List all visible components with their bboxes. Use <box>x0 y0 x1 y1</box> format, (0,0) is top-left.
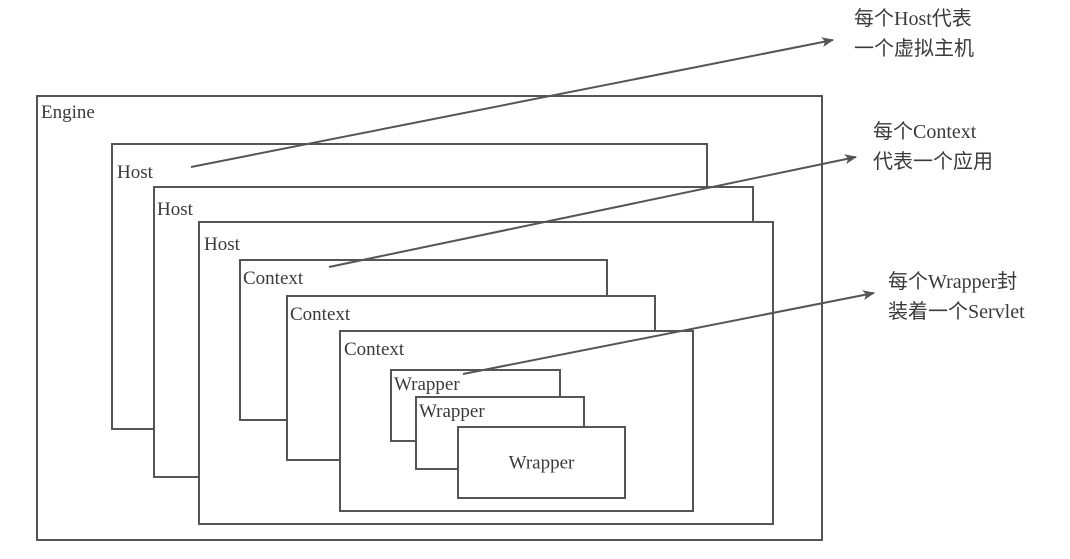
host-label-3: Host <box>204 234 240 255</box>
host-label-2: Host <box>157 199 193 220</box>
wrapper-box-3: Wrapper <box>457 426 626 499</box>
wrapper-annotation: 每个Wrapper封 装着一个Servlet <box>888 267 1025 327</box>
wrapper-annotation-line-2: 装着一个Servlet <box>888 301 1025 323</box>
context-label-3: Context <box>344 339 405 360</box>
context-annotation: 每个Context 代表一个应用 <box>873 117 993 177</box>
host-annotation-line-1: 每个Host代表 <box>854 8 972 30</box>
wrapper-label-2: Wrapper <box>419 401 485 422</box>
context-annotation-line-2: 代表一个应用 <box>873 151 993 173</box>
context-label-1: Context <box>243 268 304 289</box>
wrapper-annotation-line-1: 每个Wrapper封 <box>888 271 1018 293</box>
wrapper-label-1: Wrapper <box>394 374 460 395</box>
engine-label: Engine <box>41 102 95 123</box>
host-annotation: 每个Host代表 一个虚拟主机 <box>854 4 974 64</box>
wrapper-label-3: Wrapper <box>508 452 575 473</box>
host-label-1: Host <box>117 162 153 183</box>
context-annotation-line-1: 每个Context <box>873 121 977 143</box>
host-annotation-line-2: 一个虚拟主机 <box>854 38 974 60</box>
context-label-2: Context <box>290 304 351 325</box>
